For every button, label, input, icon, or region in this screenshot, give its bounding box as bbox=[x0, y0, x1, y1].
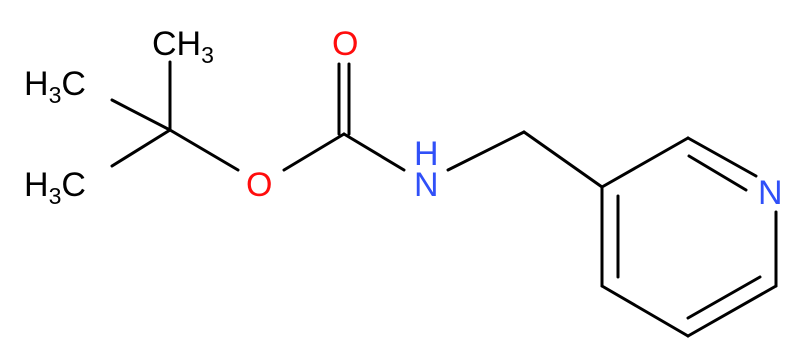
methyl-top-subscript: 3 bbox=[201, 42, 214, 68]
atom-labels: CH3 H3C H3C O O H N N bbox=[24, 25, 783, 212]
methyl-lower-left-c: C bbox=[61, 166, 86, 204]
methyl-upper-left-subscript: 3 bbox=[49, 82, 62, 108]
bond-methylene-to-ring bbox=[522, 130, 604, 189]
bond-quaternary-to-methyl-upper-left bbox=[110, 98, 172, 132]
methyl-lower-left-h: H bbox=[24, 166, 49, 204]
pyridine-nitrogen-label: N bbox=[758, 174, 783, 212]
bond-ring-c5-c4 bbox=[600, 284, 690, 338]
bond-ring-c6-c5-inner bbox=[686, 275, 762, 320]
methyl-upper-left-c: C bbox=[61, 65, 86, 103]
bonds bbox=[110, 60, 778, 338]
amide-nitrogen-label: N bbox=[414, 166, 439, 204]
bond-ring-c2-n1-outer bbox=[686, 136, 758, 178]
methyl-top-symbol: CH bbox=[152, 25, 201, 63]
bond-quaternary-to-ester-oxygen bbox=[168, 128, 240, 172]
methyl-lower-left-subscript: 3 bbox=[49, 183, 62, 209]
carbonyl-oxygen-label: O bbox=[332, 25, 358, 63]
bond-ring-c6-c5-outer bbox=[686, 284, 778, 338]
ester-oxygen-label: O bbox=[246, 166, 272, 204]
methyl-upper-left-h: H bbox=[24, 65, 49, 103]
methyl-label-lower-left: H3C bbox=[24, 166, 86, 209]
bond-nitrogen-to-methylene bbox=[446, 130, 526, 172]
amide-hydrogen-label: H bbox=[414, 135, 439, 173]
methyl-label-top: CH3 bbox=[152, 25, 214, 68]
methyl-label-upper-left: H3C bbox=[24, 65, 86, 108]
bond-quaternary-to-methyl-lower-left bbox=[110, 128, 172, 168]
bond-ring-c2-n1-inner bbox=[687, 154, 748, 192]
bond-carbonyl-carbon-to-nitrogen bbox=[342, 132, 406, 172]
bond-ester-oxygen-to-carbonyl-carbon bbox=[282, 132, 346, 172]
bond-ring-c3-c2 bbox=[600, 136, 690, 189]
